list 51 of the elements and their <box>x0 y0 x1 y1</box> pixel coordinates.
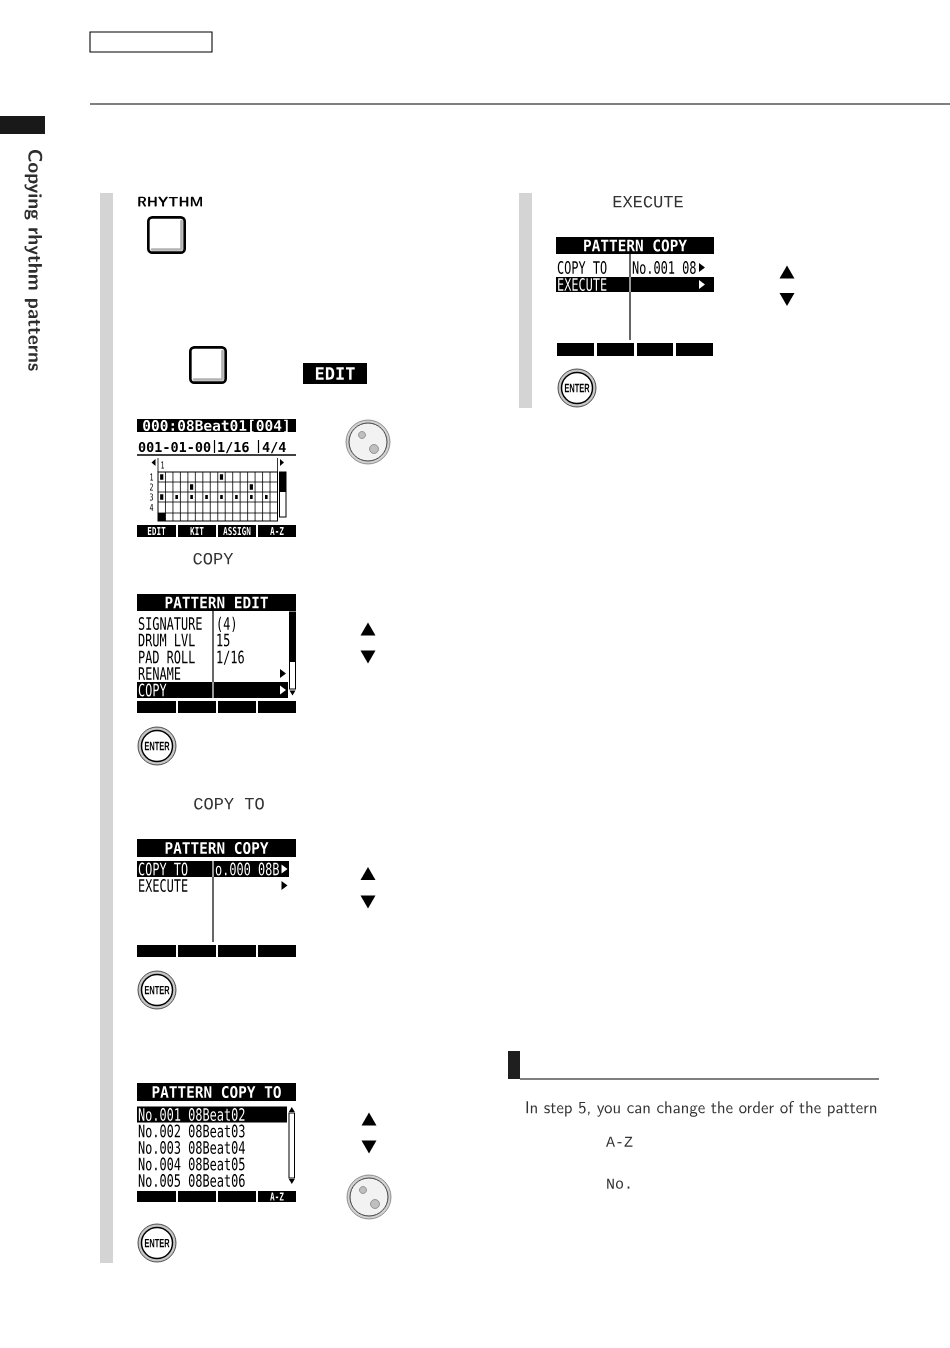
note-text: In step 5, you can change the order of the pattern <box>526 1101 877 1117</box>
screen-title: PATTERN COPY <box>556 237 714 254</box>
row-number: 1 <box>150 473 154 481</box>
selected-item: EXECUTE <box>556 277 714 292</box>
selected-item: COPY TO <box>137 861 213 877</box>
menu-value: 1/16 <box>217 650 244 665</box>
position-readout: 1/16 <box>218 441 249 454</box>
menu-item: COPY TO <box>557 261 607 274</box>
display-label: COPY <box>193 552 234 565</box>
menu-item: RENAME <box>138 667 181 680</box>
side-heading: Copying rhythm patterns <box>24 150 43 371</box>
screen-title: PATTERN COPY <box>137 839 296 857</box>
menu-item: DRUM LVL <box>138 633 195 647</box>
list-item: No.005 08Beat06 <box>138 1174 245 1187</box>
menu-item: PAD ROLL <box>139 650 195 664</box>
row-number: 4 <box>149 504 154 511</box>
softkey: EDIT <box>137 525 176 537</box>
screen-title: PATTERN EDIT <box>137 594 296 611</box>
list-item: No.004 08Beat05 <box>138 1157 245 1171</box>
list-item: No.003 08Beat04 <box>138 1141 245 1154</box>
display-label: COPY TO <box>194 797 264 810</box>
enter-button: ENTER <box>137 970 177 1010</box>
enter-button: ENTER <box>557 368 597 408</box>
selected-item: No.001 08Beat02 <box>137 1106 287 1123</box>
selected-item: COPY <box>137 682 288 698</box>
softkey: KIT <box>178 525 216 537</box>
softkey: A-Z <box>258 525 296 537</box>
list-item: No.002 08Beat03 <box>138 1124 245 1138</box>
position-readout: 4/4 <box>262 442 286 454</box>
button-label: RHYTHM <box>138 196 202 207</box>
button <box>189 346 227 384</box>
row-number: 3 <box>149 493 153 501</box>
position-readout: 001-01-00 <box>138 441 211 453</box>
selected-value: o.000 08B <box>213 861 289 877</box>
menu-value: No.001 08 <box>632 261 696 274</box>
menu-value: (4) <box>218 616 235 632</box>
row-number: 2 <box>150 483 153 491</box>
screen-title: PATTERN COPY TO <box>137 1083 296 1101</box>
menu-item: EXECUTE <box>139 879 188 892</box>
softkey: ASSIGN <box>218 525 256 537</box>
enter-button: ENTER <box>137 726 177 766</box>
display-label: No. <box>607 1178 630 1189</box>
bar-number: 1 <box>161 461 165 469</box>
menu-value: 15 <box>217 633 230 647</box>
enter-button: ENTER <box>137 1223 177 1263</box>
display-label: A-Z <box>606 1136 633 1147</box>
softkey: A-Z <box>258 1191 296 1202</box>
screen-title: 000:08Beat01[004] <box>137 419 296 433</box>
display-label: EXECUTE <box>613 195 683 208</box>
softkey: EDIT <box>303 363 367 384</box>
menu-item: SIGNATURE <box>138 617 202 630</box>
